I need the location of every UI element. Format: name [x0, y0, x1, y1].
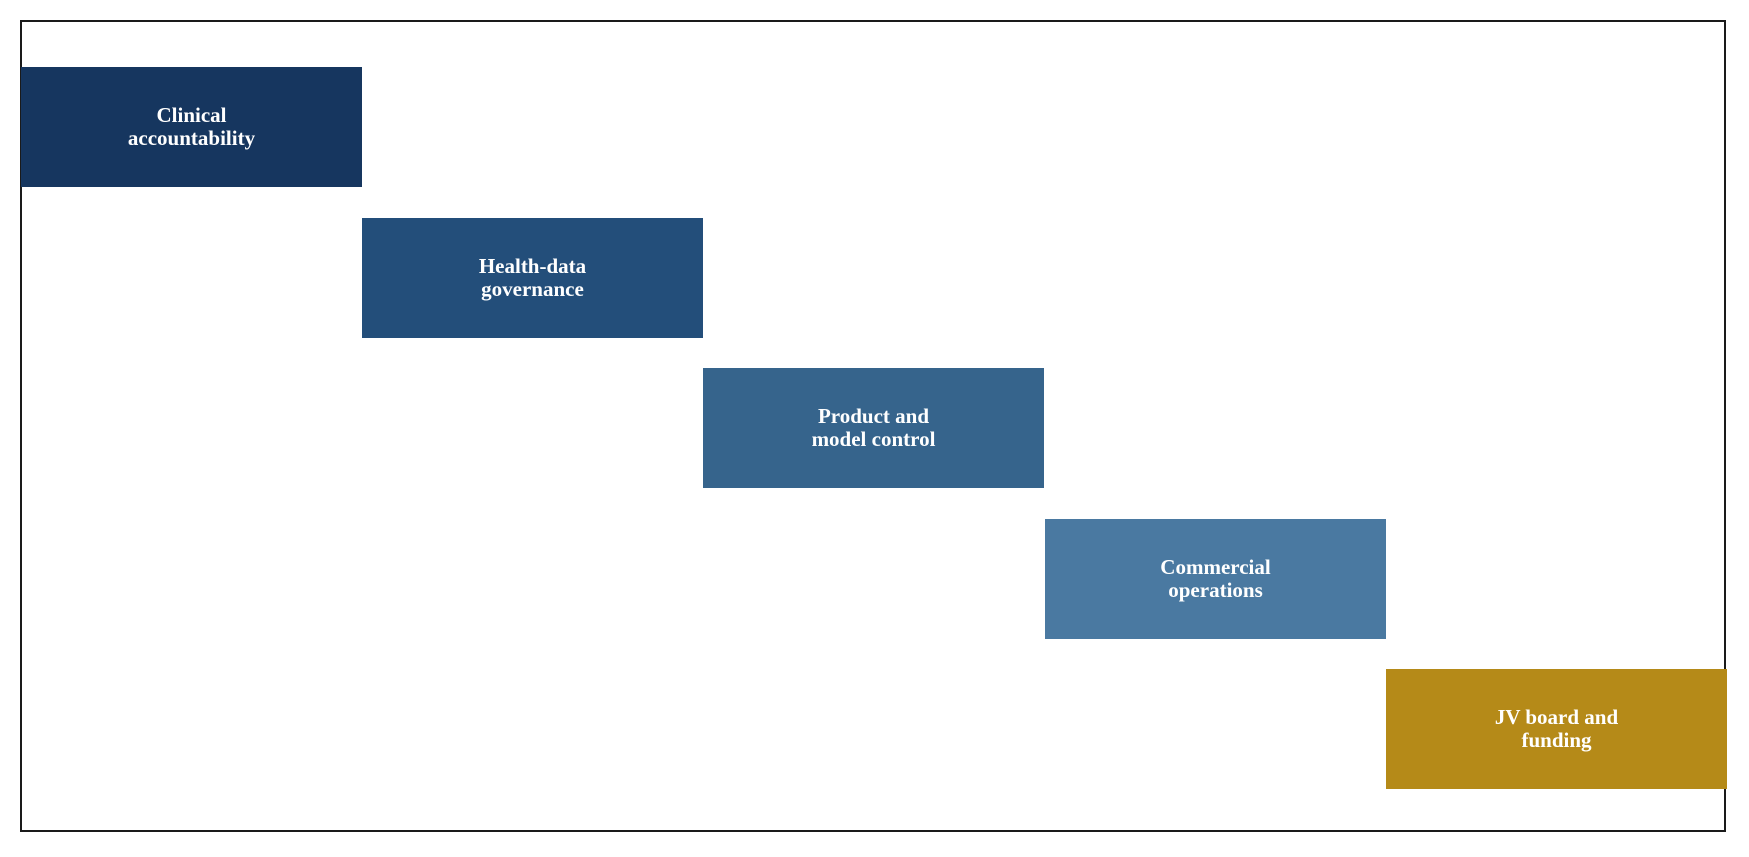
block-label: Clinical accountability	[127, 103, 256, 150]
block-commercial-operations: Commercial operations	[1045, 519, 1386, 639]
block-label: Product and model control	[811, 404, 936, 451]
block-label: Health-data governance	[478, 254, 587, 301]
block-jv-board-and-funding: JV board and funding	[1386, 669, 1727, 789]
block-product-and-model-control: Product and model control	[703, 368, 1044, 488]
block-label: Commercial operations	[1160, 555, 1271, 602]
block-health-data-governance: Health-data governance	[362, 218, 703, 338]
block-label: JV board and funding	[1494, 705, 1619, 752]
block-clinical-accountability: Clinical accountability	[21, 67, 362, 187]
